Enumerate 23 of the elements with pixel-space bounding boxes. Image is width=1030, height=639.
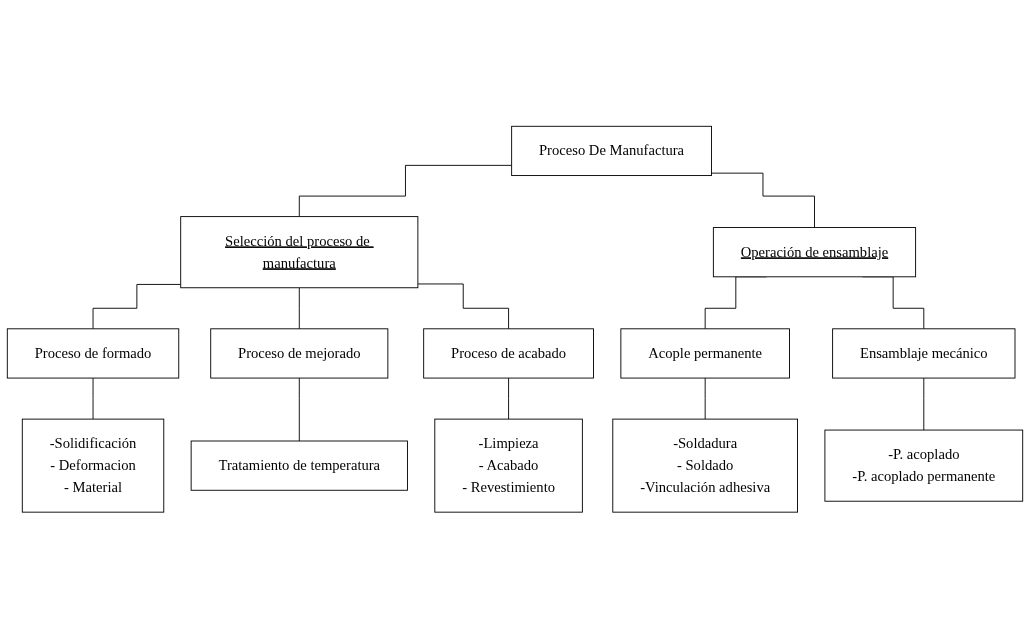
node-box: Proceso de acabado	[423, 328, 594, 379]
node-box: Operación de ensamblaje	[712, 227, 917, 278]
connector	[417, 283, 510, 330]
connector	[298, 377, 300, 442]
node-box: -P. acoplado -P. acoplado permanente	[824, 429, 1024, 502]
connector	[508, 377, 510, 420]
node-box: -Solidificación - Deformacion - Material	[21, 418, 165, 513]
connector	[923, 377, 925, 431]
node-box: Tratamiento de temperatura	[190, 440, 408, 491]
node-box: Ensamblaje mecánico	[832, 328, 1016, 379]
connector	[704, 377, 706, 420]
node-box: Proceso de mejorado	[210, 328, 389, 379]
node-box: Acople permanente	[620, 328, 790, 379]
connector	[711, 172, 815, 229]
node-box: Proceso De Manufactura	[511, 126, 712, 177]
node-box: Selección del proceso de manufactura	[180, 216, 419, 289]
connector	[92, 377, 94, 420]
node-box: -Soldadura - Soldado -Vinculación adhesiva	[612, 418, 798, 513]
connector	[92, 284, 182, 330]
connector	[298, 165, 513, 218]
connector	[298, 287, 300, 330]
node-box: -Limpieza - Acabado - Revestimiento	[434, 418, 583, 513]
node-box: Proceso de formado	[6, 328, 180, 379]
